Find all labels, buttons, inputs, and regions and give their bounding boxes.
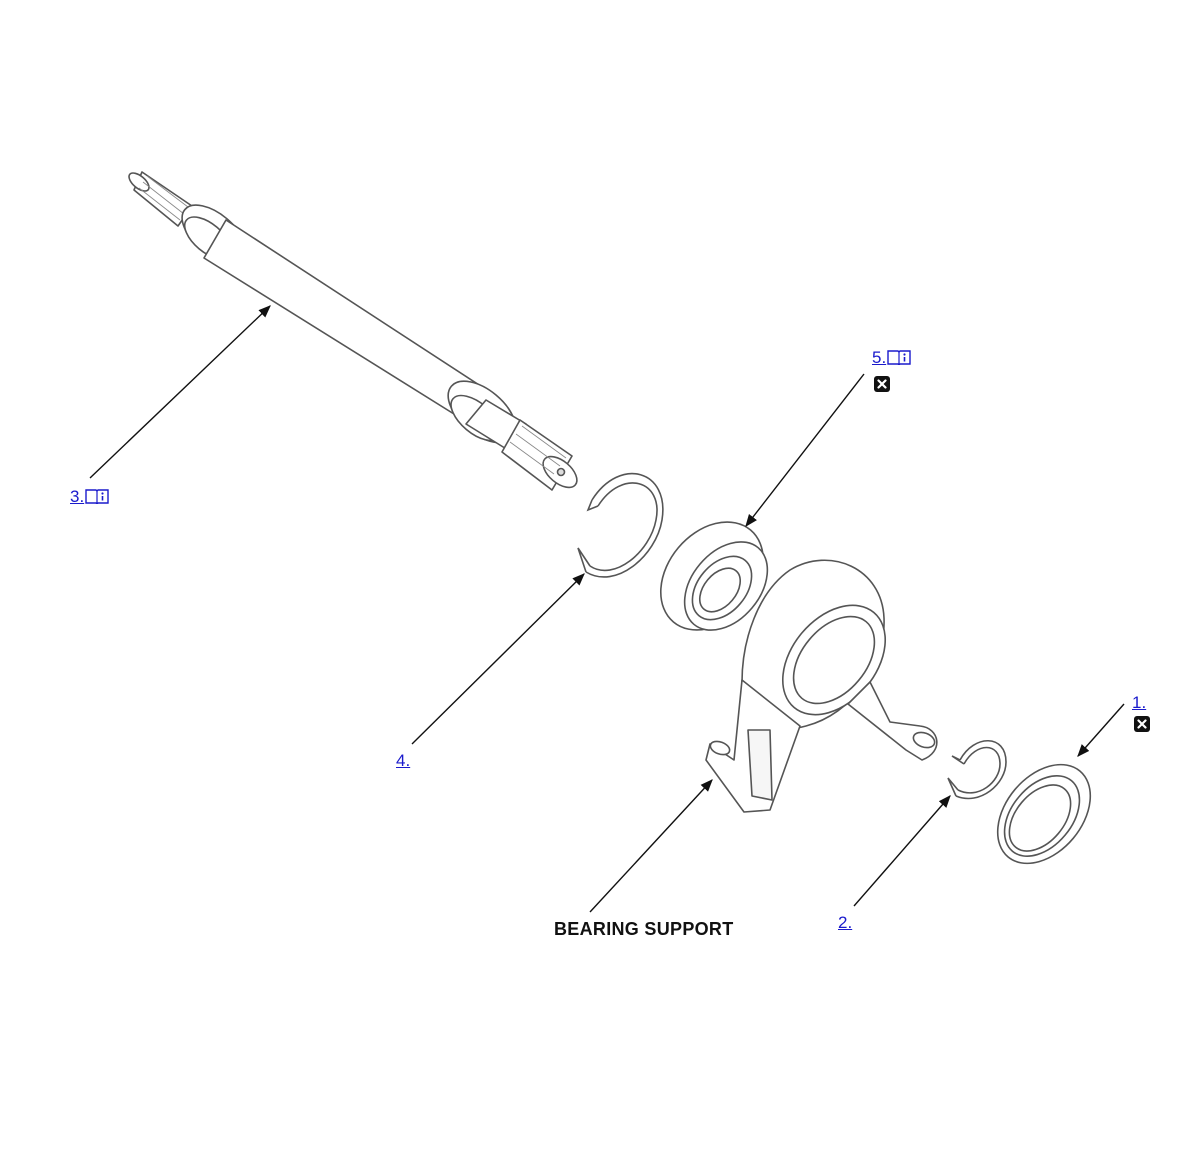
callout-4-link[interactable]: 4.	[396, 752, 410, 769]
leader-lines	[89, 305, 1125, 913]
callout-5-text: 5.	[872, 348, 887, 367]
intermediate-shaft	[128, 171, 578, 491]
leader-1	[1077, 703, 1125, 757]
book-info-icon	[85, 489, 109, 504]
snap-ring-large	[577, 472, 664, 578]
leader-2	[853, 795, 951, 907]
callout-2-link[interactable]: 2.	[838, 914, 852, 931]
bearing	[659, 521, 769, 631]
leader-bearing-support	[589, 779, 713, 913]
oil-seal	[996, 763, 1092, 865]
x-icon	[874, 376, 890, 392]
leader-5	[745, 373, 865, 527]
leader-4	[411, 573, 585, 745]
callout-3-link[interactable]: 3.	[70, 488, 109, 505]
bearing-support-bracket	[705, 559, 938, 813]
snap-ring-small	[947, 739, 1007, 800]
callout-2-text: 2.	[838, 913, 853, 932]
bearing-support-label: BEARING SUPPORT	[554, 919, 734, 939]
leader-3	[89, 305, 271, 479]
callout-1-text: 1.	[1132, 693, 1147, 712]
book-info-icon	[887, 350, 911, 365]
x-icon	[1134, 716, 1150, 732]
callout-4-text: 4.	[396, 751, 411, 770]
callout-3-text: 3.	[70, 487, 85, 506]
callout-5-link[interactable]: 5.	[872, 349, 911, 366]
callout-1-link[interactable]: 1.	[1132, 694, 1146, 711]
